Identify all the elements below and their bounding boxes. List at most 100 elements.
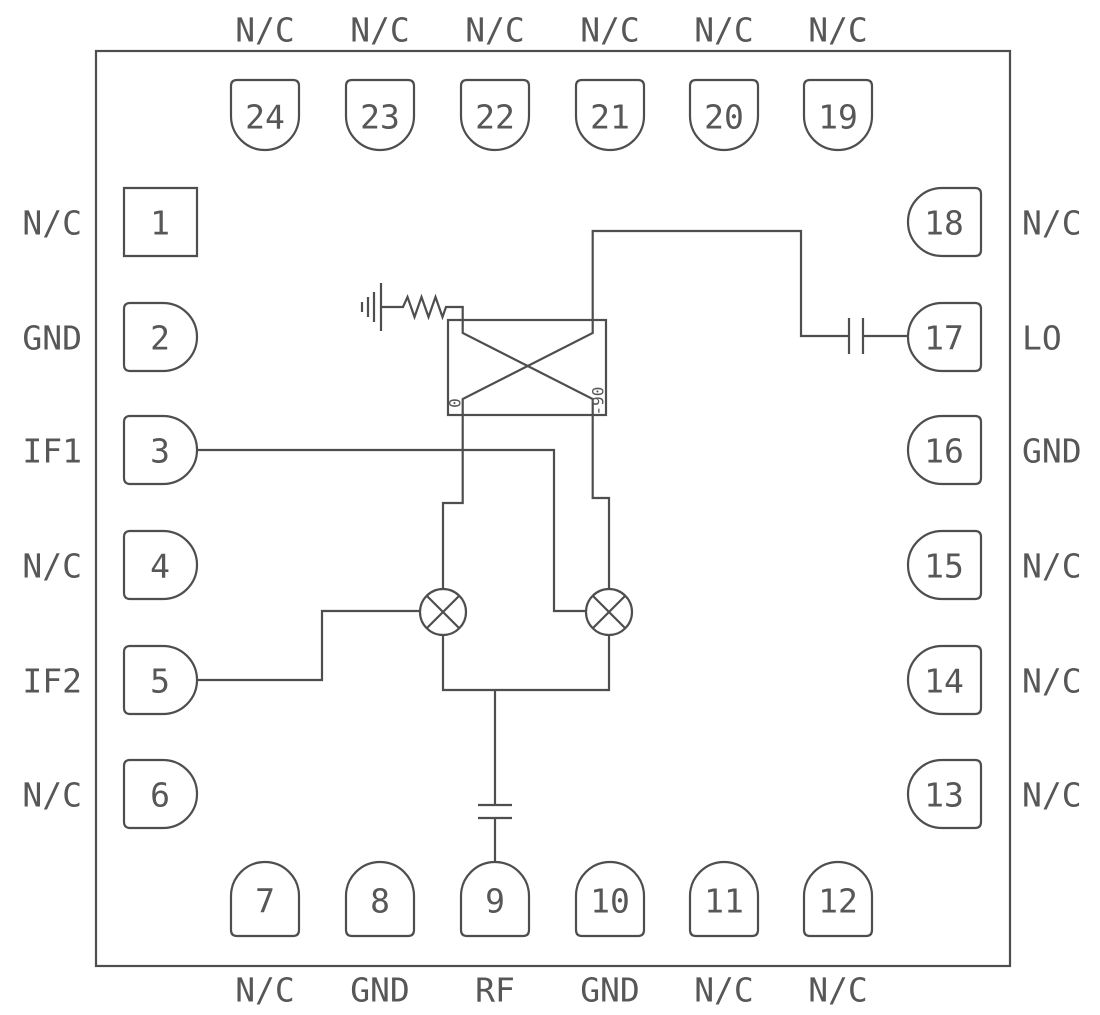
hybrid-port-0-label: 0 <box>446 398 465 408</box>
pin-12-label: N/C <box>808 971 868 1010</box>
pin-19: 19 N/C <box>802 11 874 152</box>
pin-15-pad <box>906 529 983 601</box>
pin-1-pad <box>122 186 199 258</box>
pin-11: 11 N/C <box>688 860 760 1010</box>
package-outline <box>94 49 1012 968</box>
pin-7: 7 N/C <box>229 860 301 1010</box>
pin-11-pad <box>688 860 760 938</box>
pin-19-pad <box>802 78 874 152</box>
pin-4-label: N/C <box>22 547 82 586</box>
pin-17-label: LO <box>1022 319 1062 358</box>
pin-14-pad <box>906 644 983 716</box>
pin-15-label: N/C <box>1022 547 1082 586</box>
mixer-q-cross <box>592 595 626 629</box>
pin-16-number: 16 <box>924 432 964 471</box>
pin-22-number: 22 <box>475 98 515 137</box>
wire-rf-combiner <box>441 635 611 805</box>
pin-8-pad <box>344 860 416 938</box>
wire-if1 <box>197 448 586 613</box>
pin-11-label: N/C <box>694 971 754 1010</box>
mixer-i <box>418 587 468 637</box>
pin-18-label: N/C <box>1022 204 1082 243</box>
pin-23: 23 N/C <box>344 11 416 152</box>
wire-if2 <box>197 609 420 682</box>
pin-20-pad <box>688 78 760 152</box>
mixer-q <box>584 587 634 637</box>
wire-90deg-to-mixer-q <box>591 415 611 589</box>
mixer-i-cross <box>426 595 460 629</box>
pin-6-pad <box>122 758 199 830</box>
wire-lo-feed <box>591 229 848 338</box>
hybrid-cross-line-1 <box>461 320 594 415</box>
pin-6-label: N/C <box>22 776 82 815</box>
pin-4: 4 N/C <box>22 529 199 601</box>
pin-6-number: 6 <box>150 776 170 815</box>
termination-resistor <box>381 293 464 321</box>
pin-9: 9 RF <box>459 860 531 1010</box>
pin-1-number: 1 <box>150 204 170 243</box>
pin-5-pad <box>122 644 199 716</box>
pin-1: 1 N/C <box>22 186 199 258</box>
pin-11-number: 11 <box>704 882 744 921</box>
pin-9-number: 9 <box>485 882 505 921</box>
pin-18-number: 18 <box>924 204 964 243</box>
pin-5: 5 IF2 <box>22 644 199 716</box>
hybrid-cross-line-2 <box>461 320 594 415</box>
ground-symbol <box>360 283 383 331</box>
pin-10-number: 10 <box>590 882 630 921</box>
pin-2-number: 2 <box>150 319 170 358</box>
pin-8-label: GND <box>350 971 410 1010</box>
pin-12-pad <box>802 860 874 938</box>
pin-23-pad <box>344 78 416 152</box>
wire-0deg-to-mixer-i <box>441 415 464 589</box>
pin-10-pad <box>574 860 646 938</box>
pin-2-label: GND <box>22 319 82 358</box>
pin-1-label: N/C <box>22 204 82 243</box>
pin-3-number: 3 <box>150 432 170 471</box>
pin-24: 24 N/C <box>229 11 301 152</box>
pin-21: 21 N/C <box>574 11 646 152</box>
pin-17-number: 17 <box>924 319 964 358</box>
pin-17-pad <box>906 301 983 373</box>
pin-13: 13 N/C <box>906 758 1082 830</box>
pin-5-label: IF2 <box>22 662 82 701</box>
pin-16-pad <box>906 414 983 486</box>
pin-24-number: 24 <box>245 98 285 137</box>
pin-3-pad <box>122 414 199 486</box>
pin-16: 16 GND <box>906 414 1082 486</box>
quadrature-hybrid-coupler: 0 -90 <box>446 318 608 417</box>
pin-2: 2 GND <box>22 301 199 373</box>
pin-8: 8 GND <box>344 860 416 1010</box>
pin-3: 3 IF1 <box>22 414 199 486</box>
pin-19-number: 19 <box>818 98 858 137</box>
pin-22-label: N/C <box>465 11 525 50</box>
pin-5-number: 5 <box>150 662 170 701</box>
hybrid-box <box>446 318 608 417</box>
pin-7-label: N/C <box>235 971 295 1010</box>
pin-15: 15 N/C <box>906 529 1082 601</box>
pin-2-pad <box>122 301 199 373</box>
pin-10-label: GND <box>580 971 640 1010</box>
pin-6: 6 N/C <box>22 758 199 830</box>
pin-23-number: 23 <box>360 98 400 137</box>
pin-20: 20 N/C <box>688 11 760 152</box>
pin-10: 10 GND <box>574 860 646 1010</box>
pin-7-number: 7 <box>255 882 275 921</box>
pin-12: 12 N/C <box>802 860 874 1010</box>
pin-18-pad <box>906 186 983 258</box>
pin-21-pad <box>574 78 646 152</box>
dc-block-capacitor-lo <box>847 318 865 354</box>
pin-16-label: GND <box>1022 432 1082 471</box>
pin-14-number: 14 <box>924 662 964 701</box>
pin-8-number: 8 <box>370 882 390 921</box>
pin-13-number: 13 <box>924 776 964 815</box>
pin-19-label: N/C <box>808 11 868 50</box>
pin-13-pad <box>906 758 983 830</box>
pin-7-pad <box>229 860 301 938</box>
pin-18: 18 N/C <box>906 186 1082 258</box>
pin-24-pad <box>229 78 301 152</box>
pin-20-number: 20 <box>704 98 744 137</box>
pin-4-number: 4 <box>150 547 170 586</box>
